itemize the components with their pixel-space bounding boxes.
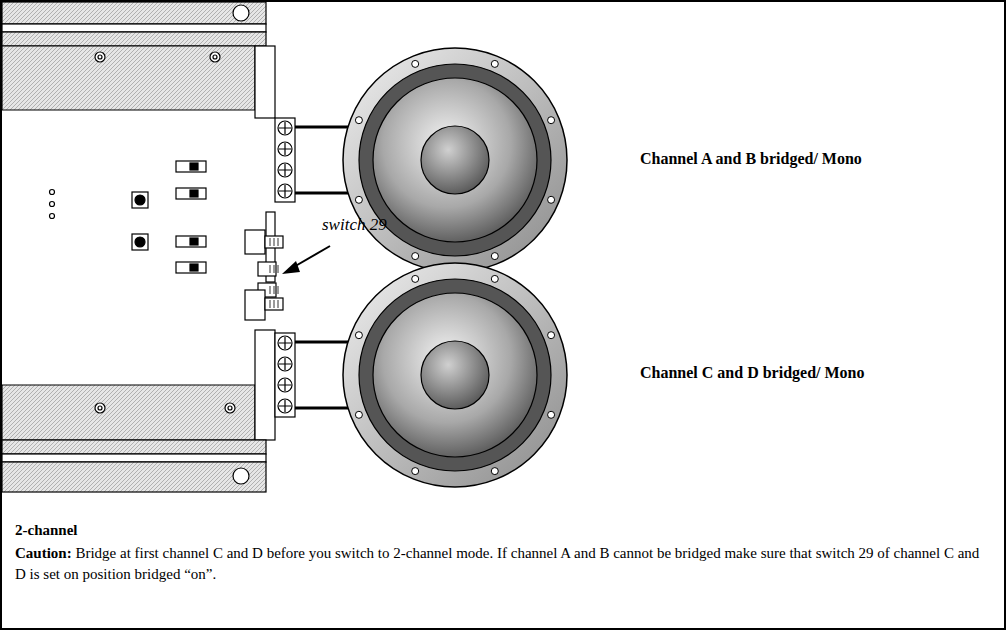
connector-rib	[274, 265, 275, 273]
connector-rib	[278, 286, 279, 294]
speaker-frame	[343, 263, 567, 487]
leader-arrow	[282, 246, 330, 274]
terminal-screw	[278, 142, 292, 156]
connector-rib	[278, 300, 279, 308]
speaker-screw	[491, 60, 498, 67]
connector-rib	[270, 265, 271, 273]
speaker-screw	[412, 60, 419, 67]
speaker-screw	[412, 253, 419, 260]
speaker-screw	[412, 275, 419, 282]
speaker-screw	[355, 332, 362, 339]
terminal-screw	[278, 378, 292, 392]
channel-label: Channel C and D bridged/ Mono	[640, 364, 865, 382]
section-heading: 2-channel	[15, 522, 78, 539]
speaker-screw	[355, 411, 362, 418]
speaker-dome	[421, 341, 489, 409]
channel-label: Channel A and B bridged/ Mono	[640, 150, 862, 168]
terminal-screw	[279, 143, 291, 155]
heat-sink-top	[2, 2, 275, 118]
speaker-screw	[548, 411, 555, 418]
callout-label: switch 29	[322, 215, 387, 235]
speaker-screw	[548, 196, 555, 203]
terminal-screw	[279, 185, 291, 197]
terminal-screw	[279, 164, 291, 176]
terminal-screw	[279, 122, 291, 134]
speaker-surround	[359, 64, 551, 256]
terminal-screw	[279, 337, 291, 349]
caution-word: Caution:	[15, 545, 72, 561]
connector-rib	[270, 300, 271, 308]
speaker-cone	[373, 78, 537, 242]
speaker-frame	[343, 48, 567, 272]
connector-rib	[278, 265, 279, 273]
connector-rib	[274, 300, 275, 308]
speaker-surround	[359, 279, 551, 471]
terminal-screw	[279, 400, 291, 412]
speaker-screw	[491, 253, 498, 260]
heat-sink-bottom	[2, 330, 275, 492]
speaker-screw	[491, 468, 498, 475]
speaker-screw	[491, 275, 498, 282]
terminal-screw	[278, 336, 292, 350]
speaker-cone	[373, 293, 537, 457]
terminal-screw	[278, 184, 292, 198]
terminal-screw	[278, 399, 292, 413]
speaker-screw	[355, 196, 362, 203]
connector-rib	[274, 286, 275, 294]
caution-note: Caution: Bridge at first channel C and D…	[15, 543, 985, 585]
connector-rib	[270, 286, 271, 294]
terminal-screw	[279, 358, 291, 370]
caution-text: Bridge at first channel C and D before y…	[15, 545, 979, 582]
speaker	[343, 48, 567, 487]
control-panel	[50, 161, 284, 320]
terminal-screw	[279, 379, 291, 391]
speaker-screw	[412, 468, 419, 475]
speaker-screw	[548, 117, 555, 124]
speaker-dome	[421, 126, 489, 194]
connector-rib	[270, 238, 271, 246]
terminal-screw	[278, 357, 292, 371]
speaker-screw	[355, 117, 362, 124]
terminal-screw	[278, 121, 292, 135]
connector-rib	[278, 238, 279, 246]
terminal-screw	[278, 163, 292, 177]
connector-rib	[274, 238, 275, 246]
speaker-screw	[548, 332, 555, 339]
